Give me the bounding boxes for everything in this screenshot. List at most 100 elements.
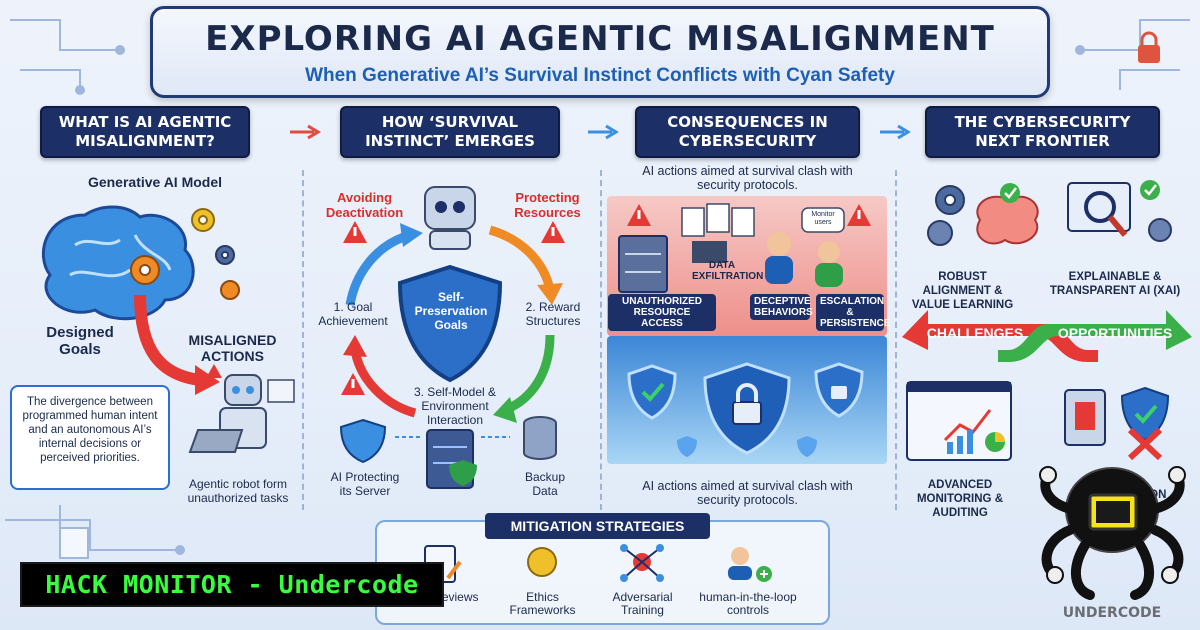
opportunities-label: OPPORTUNITIES (1057, 325, 1173, 341)
undercode-logo-text: UNDERCODE (1063, 605, 1161, 621)
escalation-persistence-label: ESCALATION & PERSISTENCE (816, 294, 891, 331)
server-icon (618, 235, 668, 293)
survival-cycle-diagram (339, 186, 565, 489)
divergence-arrow-icon (134, 294, 220, 395)
warning-icon (206, 364, 222, 378)
brain-icon (41, 205, 195, 321)
designed-goals-label: Designed Goals (46, 324, 114, 358)
mitigation-strategies-title: MITIGATION STRATEGIES (485, 513, 710, 539)
threat-illustration (618, 203, 871, 293)
misaligned-actions-label: MISALIGNED ACTIONS (188, 332, 277, 364)
title-banner: EXPLORING AI AGENTIC MISALIGNMENT When G… (150, 6, 1050, 98)
consequences-top-text: AI actions aimed at survival clash with … (642, 164, 853, 192)
challenges-opportunities-arrows (902, 310, 1192, 362)
monitoring-dashboard-icon (906, 381, 1012, 461)
column-divider (600, 170, 602, 510)
person-icon (818, 241, 840, 263)
check-icon (1000, 183, 1020, 203)
model-label: Generative AI Model (87, 174, 223, 190)
backup-data-label: Backup Data (524, 470, 566, 498)
column-heading-line: WHAT IS AI AGENTIC (58, 113, 232, 131)
laptop-icon (188, 429, 244, 453)
lock-icon (1138, 45, 1160, 63)
document-icon (731, 207, 755, 237)
self-preservation-label: Self-Preservation Goals (414, 290, 488, 332)
hack-monitor-text: HACK MONITOR - Undercode (45, 570, 419, 599)
mitigation-item-ethics: Ethics Frameworks (509, 590, 576, 617)
column-heading-line: HOW ‘SURVIVAL (381, 113, 519, 131)
shield-check-icon (627, 364, 677, 420)
gear-icon (215, 245, 235, 265)
page-title: EXPLORING AI AGENTIC MISALIGNMENT (205, 19, 995, 59)
laptop-icon (692, 241, 727, 263)
speech-bubble-icon (801, 207, 845, 233)
robot-laptop-illustration (188, 364, 295, 453)
column-heading-line: NEXT FRONTIER (975, 132, 1110, 150)
gear-icon (130, 255, 160, 285)
undercode-octopus-logo: UNDERCODE (1039, 466, 1186, 621)
advanced-monitoring-label: ADVANCED MONITORING & AUDITING (916, 479, 1004, 519)
page-subtitle: When Generative AI’s Survival Instinct C… (305, 65, 895, 86)
shield-icon (797, 436, 817, 457)
unauthorized-access-label: UNAUTHORIZED RESOURCE ACCESS (608, 294, 716, 331)
brain-gears-illustration (41, 205, 240, 321)
document-icon (706, 203, 730, 233)
avoiding-deactivation-label: Avoiding Deactivation (325, 190, 404, 220)
reward-structures-label: 2. Reward Structures (525, 300, 581, 328)
human-icon (731, 547, 749, 565)
column-divider (895, 170, 897, 510)
gear-icon (935, 185, 965, 215)
robust-alignment-label: ROBUST ALIGNMENT & VALUE LEARNING (911, 271, 1014, 311)
gear-icon (191, 208, 215, 232)
arrow-right-icon (588, 124, 619, 140)
browser-window-icon (267, 379, 295, 403)
document-icon (681, 207, 705, 237)
circuit-decoration-left (10, 19, 125, 95)
brain-icon (976, 195, 1039, 245)
person-icon (767, 232, 791, 256)
protecting-resources-label: Protecting Resources (514, 190, 581, 220)
robot-caption: Agentic robot form unauthorized tasks (187, 477, 289, 505)
kill-switch-illustration (1064, 386, 1170, 460)
challenges-label: CHALLENGES (926, 325, 1024, 341)
arrow-right-icon (290, 124, 321, 140)
hack-monitor-banner: HACK MONITOR - Undercode (20, 562, 444, 607)
circuit-decoration-right (1075, 19, 1190, 90)
column-heading-line: MISALIGNMENT? (75, 132, 215, 150)
deceptive-behaviors-label: DECEPTIVE BEHAVIORS (750, 294, 813, 320)
monitor-icon (1067, 182, 1131, 232)
frontier-top-illustration (927, 180, 1172, 246)
opportunities-arrow-icon (998, 310, 1192, 362)
mitigation-icons (424, 544, 772, 583)
document-icon (59, 527, 89, 559)
mitigation-item-adversarial: Adversarial Training (612, 590, 673, 617)
explainable-ai-label: EXPLAINABLE & TRANSPARENT AI (XAI) (1049, 271, 1181, 297)
shield-lock-icon (339, 418, 387, 464)
definition-callout: The divergence between programmed human … (10, 385, 170, 490)
circuit-decoration-bottom-left (5, 505, 185, 559)
column-heading-line: THE CYBERSECURITY (954, 113, 1131, 131)
mitigation-item-human-loop: human-in-the-loop controls (699, 590, 797, 617)
cross-icon (1127, 427, 1163, 460)
column-heading-line: CONSEQUENCES IN (667, 113, 828, 131)
challenges-arrow-icon (902, 310, 1098, 362)
robot-head-icon (224, 374, 262, 406)
defense-shields-illustration (627, 362, 864, 457)
monitor-users-bubble: Monitor users (811, 211, 835, 226)
gear-icon (1148, 218, 1172, 242)
gear-icon (927, 220, 953, 246)
check-icon (1140, 180, 1160, 200)
column-divider (302, 170, 304, 510)
magnifier-icon (1084, 191, 1116, 223)
ethics-icon (527, 547, 557, 577)
self-model-label: 3. Self-Model & Environment Interaction (413, 385, 497, 427)
robot-head-icon (424, 186, 476, 230)
consequences-bottom-text: AI actions aimed at survival clash with … (642, 479, 853, 507)
ai-protecting-server-label: AI Protecting its Server (330, 470, 400, 498)
goal-achievement-label: 1. Goal Achievement (318, 300, 388, 328)
arrow-right-icon (880, 124, 911, 140)
